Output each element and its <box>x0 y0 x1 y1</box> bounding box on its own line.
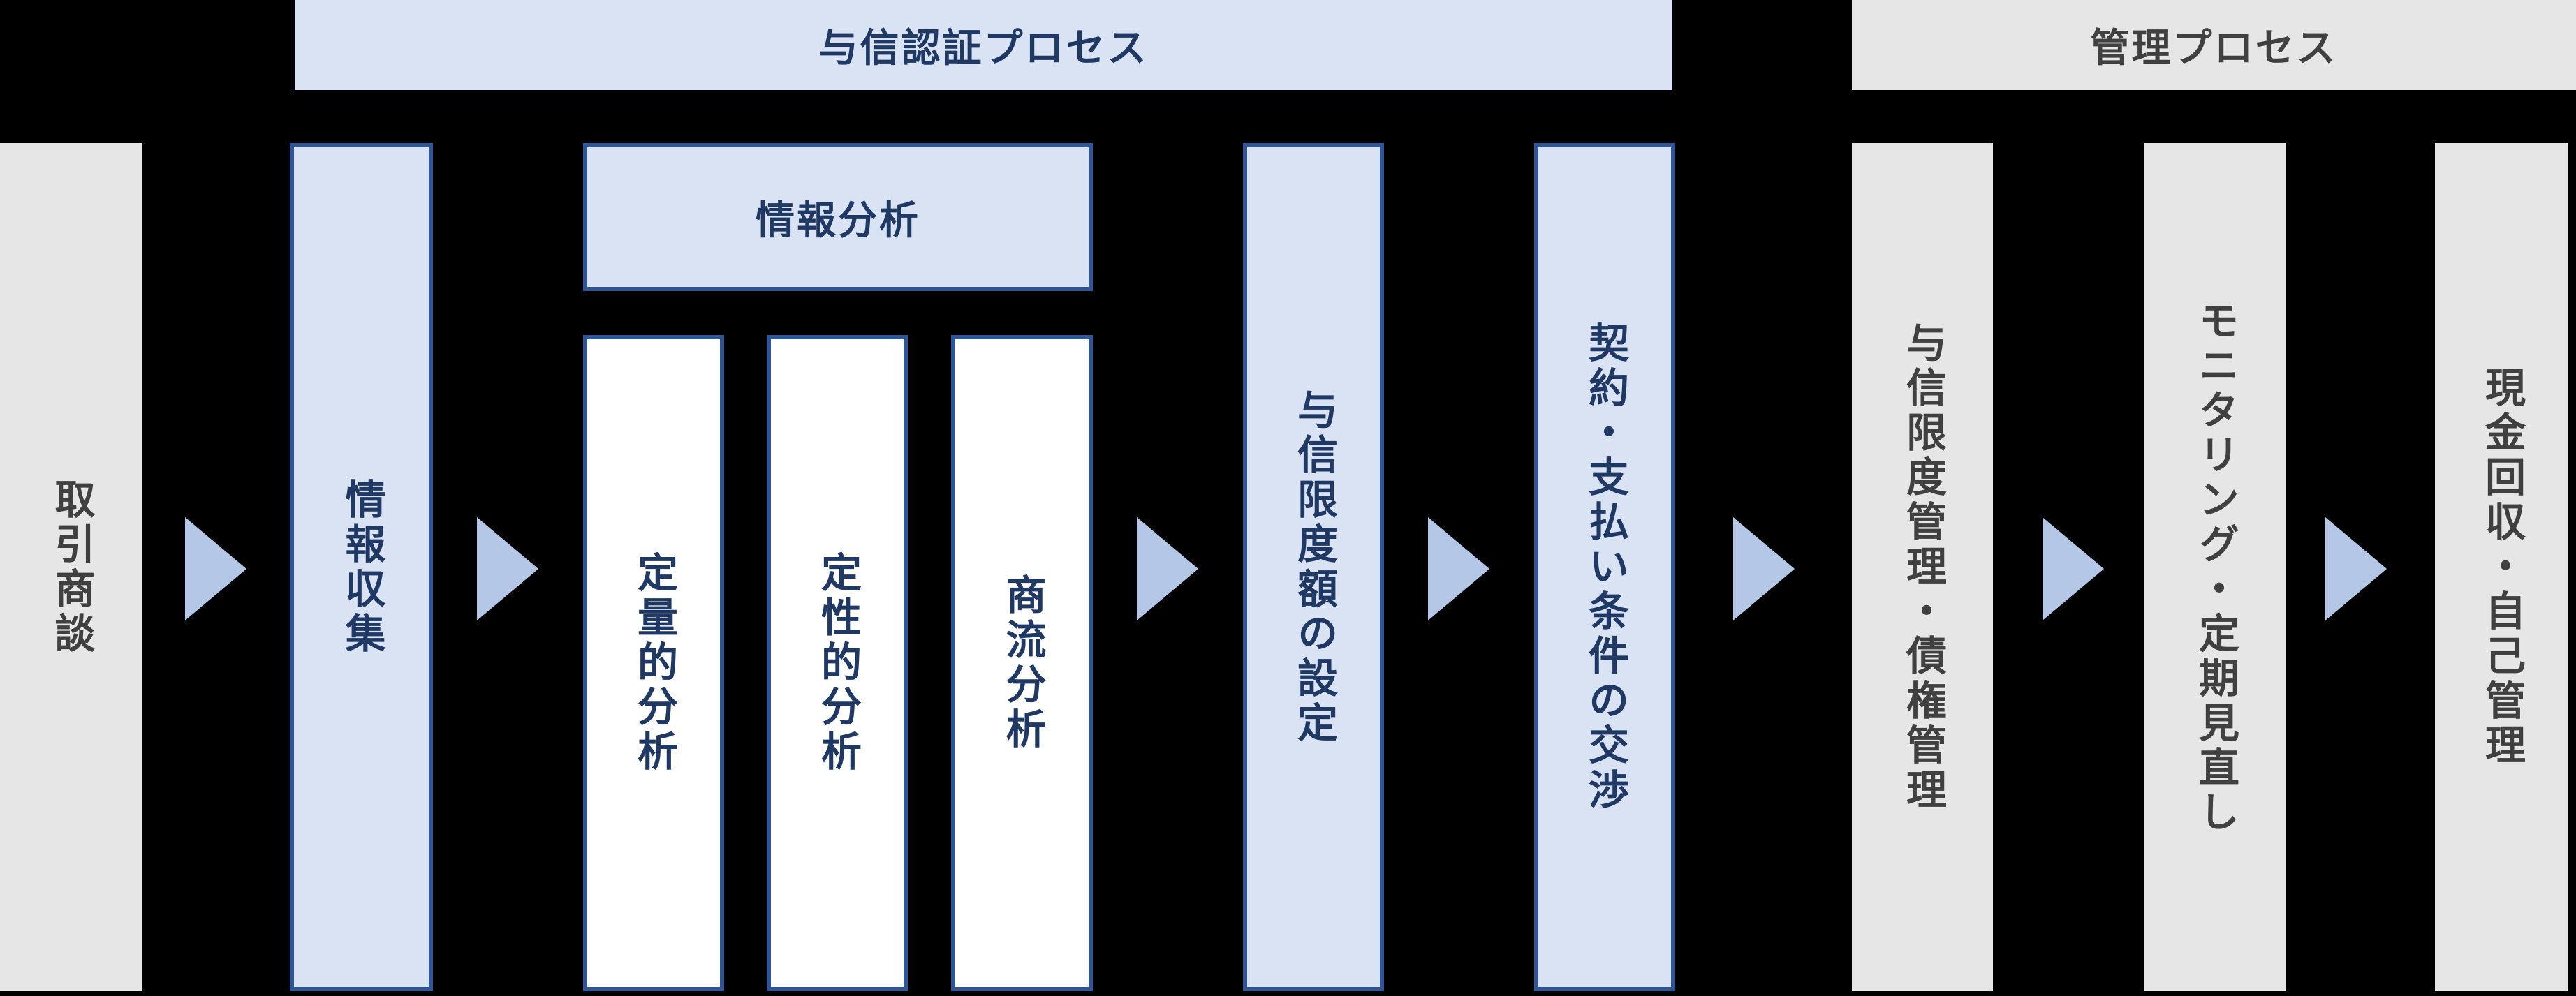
flow-arrow-icon <box>477 517 538 620</box>
step-contract-payment-terms-negotiation: 契約・支払い条件の交渉 <box>1534 143 1675 991</box>
step-cash-collection-self-management-label: 現金回収・自己管理 <box>2479 366 2524 768</box>
phase-header-credit-authorization-process: 与信認証プロセス <box>295 0 1672 90</box>
step-information-collection-label: 情報収集 <box>339 477 385 657</box>
flow-arrow-icon <box>2325 517 2387 620</box>
step-contract-payment-terms-negotiation-label: 契約・支払い条件の交渉 <box>1582 321 1628 813</box>
step-deal-negotiation: 取引商談 <box>0 143 142 991</box>
step-deal-negotiation-label: 取引商談 <box>48 477 94 657</box>
step-credit-limit-setting-label: 与信限度額の設定 <box>1291 388 1337 746</box>
step-credit-limit-and-receivables-management: 与信限度管理・債権管理 <box>1852 143 1993 991</box>
step-monitoring-periodic-review: モニタリング・定期見直し <box>2144 143 2286 991</box>
flow-arrow-icon <box>1137 517 1198 620</box>
step-monitoring-periodic-review-label: モニタリング・定期見直し <box>2193 299 2238 835</box>
flow-arrow-icon <box>1733 517 1795 620</box>
sub-step-quantitative-analysis-label: 定量的分析 <box>631 551 677 775</box>
step-information-collection: 情報収集 <box>290 143 433 991</box>
phase-header-management-process: 管理プロセス <box>1852 0 2576 90</box>
sub-step-qualitative-analysis: 定性的分析 <box>767 335 908 991</box>
sub-step-commercial-flow-analysis-label: 商流分析 <box>999 574 1045 752</box>
sub-step-quantitative-analysis: 定量的分析 <box>583 335 724 991</box>
step-credit-limit-and-receivables-management-label: 与信限度管理・債権管理 <box>1900 321 1945 813</box>
step-information-analysis-header: 情報分析 <box>583 143 1093 291</box>
step-credit-limit-setting: 与信限度額の設定 <box>1243 143 1384 991</box>
sub-step-qualitative-analysis-label: 定性的分析 <box>815 551 860 775</box>
flow-arrow-icon <box>185 517 246 620</box>
step-cash-collection-self-management: 現金回収・自己管理 <box>2435 143 2568 991</box>
sub-step-commercial-flow-analysis: 商流分析 <box>951 335 1093 991</box>
flow-arrow-icon <box>2043 517 2104 620</box>
flow-arrow-icon <box>1428 517 1489 620</box>
